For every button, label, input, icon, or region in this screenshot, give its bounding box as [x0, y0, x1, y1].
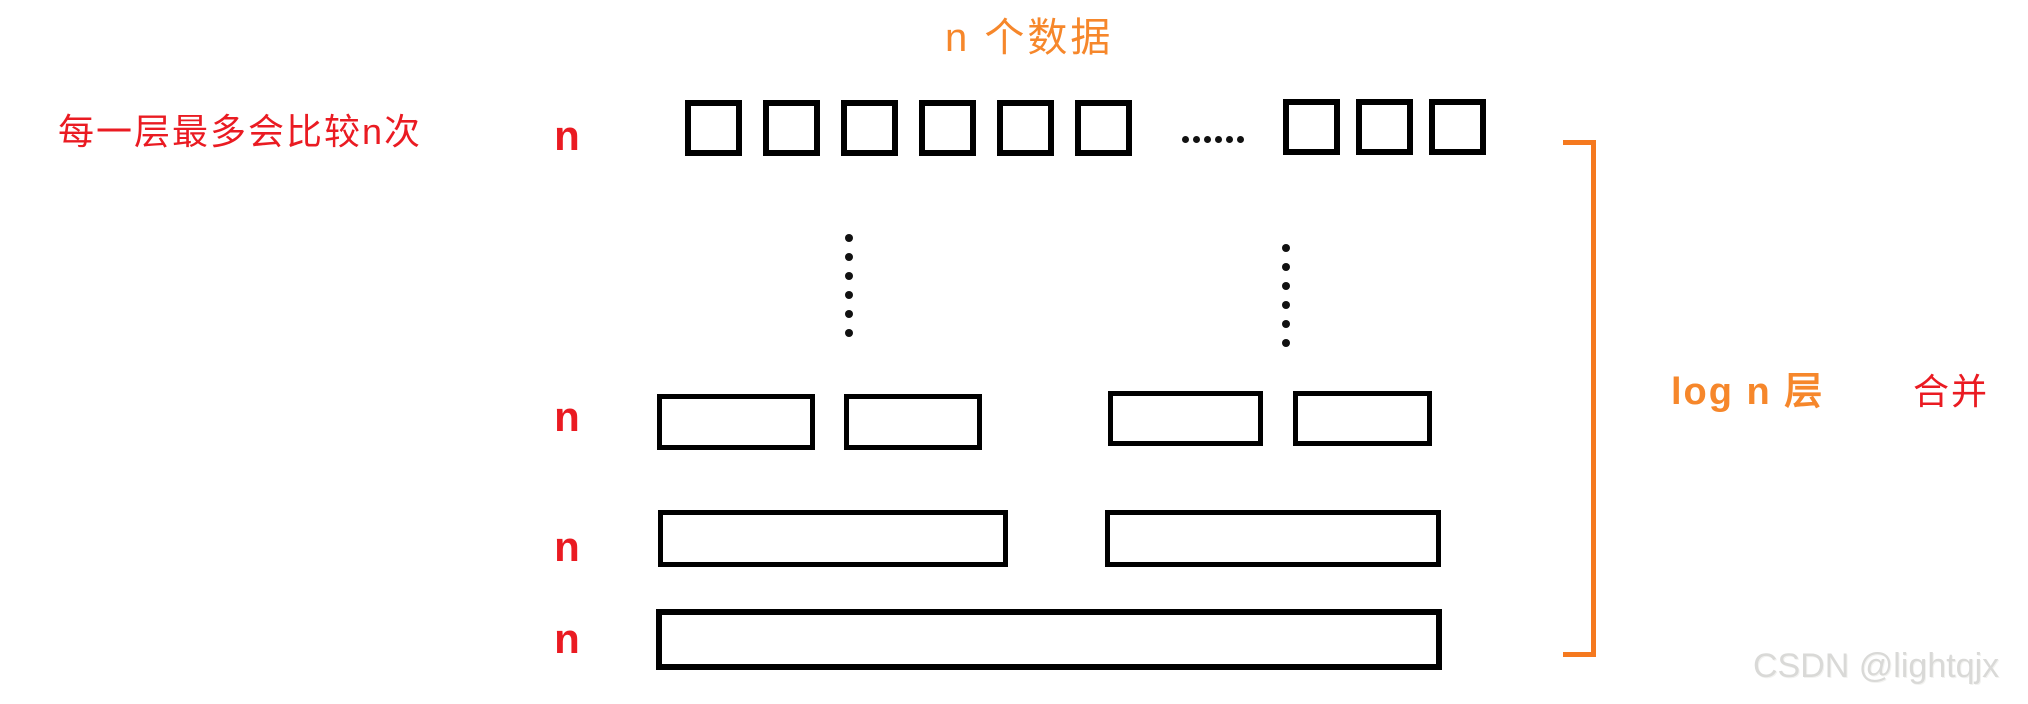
fully-merged-array-box	[656, 609, 1442, 670]
log-n-layers-label: log n 层	[1671, 371, 1825, 413]
array-element-square	[919, 100, 976, 156]
ellipsis-dot	[1282, 244, 1290, 252]
csdn-watermark: CSDN @lightqjx	[1753, 647, 2000, 685]
vertical-ellipsis-right	[1282, 244, 1290, 347]
array-element-square	[1283, 99, 1340, 155]
merged-run-box	[1108, 391, 1263, 446]
array-element-square	[1356, 99, 1413, 155]
left-caption-compare-n-times: 每一层最多会比较n次	[58, 111, 423, 152]
ellipsis-dot	[845, 272, 853, 280]
ellipsis-dot	[845, 291, 853, 299]
ellipsis-dot	[1282, 320, 1290, 328]
ellipsis-dot	[845, 253, 853, 261]
array-element-square	[1075, 100, 1132, 156]
ellipsis-dot	[845, 310, 853, 318]
ellipsis-dot	[1282, 282, 1290, 290]
ellipsis-dot	[1215, 135, 1222, 143]
horizontal-ellipsis-dots	[1182, 134, 1244, 144]
ellipsis-dot	[1282, 301, 1290, 309]
merged-run-box	[658, 510, 1008, 567]
log-n-bracket-vertical	[1591, 140, 1596, 657]
ellipsis-dot	[1237, 135, 1244, 143]
merge-label: 合并	[1913, 371, 1990, 412]
ellipsis-dot	[1204, 135, 1211, 143]
row3-count-label: n	[554, 523, 580, 570]
top-row-left-squares	[685, 100, 1132, 156]
ellipsis-dot	[1226, 135, 1233, 143]
ellipsis-dot	[845, 329, 853, 337]
array-element-square	[685, 100, 742, 156]
array-element-square	[763, 100, 820, 156]
vertical-ellipsis-left	[845, 234, 853, 337]
ellipsis-dot	[845, 234, 853, 242]
array-element-square	[841, 100, 898, 156]
array-element-square	[997, 100, 1054, 156]
merged-run-box	[1293, 391, 1432, 446]
row1-count-label: n	[554, 112, 580, 159]
merged-run-box	[657, 394, 815, 450]
row2-count-label: n	[554, 393, 580, 440]
title-n-data: n 个数据	[945, 16, 1114, 60]
top-row-right-squares	[1283, 99, 1486, 155]
ellipsis-dot	[1282, 263, 1290, 271]
merged-run-box	[1105, 510, 1441, 567]
log-n-bracket-bottom-tick	[1563, 652, 1594, 657]
ellipsis-dot	[1282, 339, 1290, 347]
array-element-square	[1429, 99, 1486, 155]
row4-count-label: n	[554, 615, 580, 662]
ellipsis-dot	[1193, 135, 1200, 143]
merged-run-box	[844, 394, 982, 450]
ellipsis-dot	[1182, 135, 1189, 143]
log-n-bracket-top-tick	[1563, 140, 1594, 145]
